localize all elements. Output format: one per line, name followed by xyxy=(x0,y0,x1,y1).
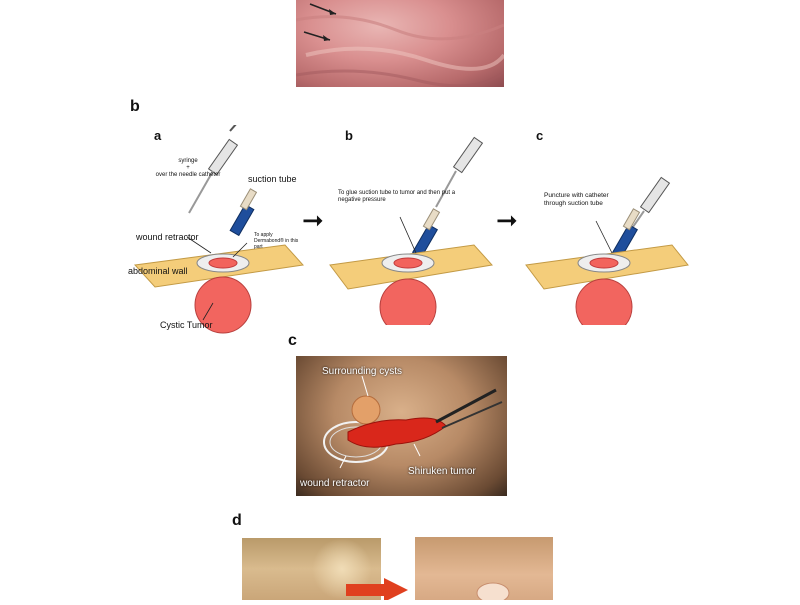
step-arrow-2: ➞ xyxy=(496,206,518,236)
suction-tube-label: suction tube xyxy=(248,174,297,184)
syringe-icon xyxy=(188,125,239,214)
surrounding-cyst xyxy=(351,395,381,425)
subpanel-a-illustration xyxy=(133,125,304,334)
wound-retractor-label: wound retractor xyxy=(136,232,199,242)
apply-dermabond-note: To apply Dermabond® in this part xyxy=(254,232,299,250)
suction-tube-icon xyxy=(229,188,258,237)
syringe-label: syringe + over the needle catheter xyxy=(155,158,221,178)
subpanel-c-illustration xyxy=(525,176,689,325)
cystic-tumor-shape xyxy=(379,278,437,325)
tumor-top xyxy=(393,257,423,269)
top-endoscopic-photo xyxy=(296,0,504,87)
shiruken-tumor-label: Shiruken tumor xyxy=(408,466,476,477)
surrounding-cysts-label: Surrounding cysts xyxy=(322,366,403,377)
cystic-tumor-label: Cystic Tumor xyxy=(160,320,213,330)
subpanel-a-letter: a xyxy=(154,128,162,143)
top-photo-texture xyxy=(296,3,504,87)
panel-d-red-arrow xyxy=(346,578,408,600)
subpanel-b-letter: b xyxy=(345,128,353,143)
panel-c-letter: c xyxy=(288,332,297,349)
syringe-icon xyxy=(435,136,484,208)
step-arrow-1: ➞ xyxy=(302,206,324,236)
panel-d-right-drawing xyxy=(476,582,510,604)
wound-retractor-photo-label: wound retractor xyxy=(300,478,370,489)
subpanel-c-note: Puncture with catheter through suction t… xyxy=(544,192,609,207)
abdominal-wall-label: abdominal wall xyxy=(128,266,188,276)
pointer-arrow-1 xyxy=(309,3,337,15)
pointer-arrow-2 xyxy=(303,31,331,41)
cystic-tumor-shape xyxy=(194,276,252,334)
panel-b-letter: b xyxy=(130,98,140,115)
panel-d-photo-right xyxy=(415,537,553,604)
tumor-top xyxy=(589,257,619,269)
panel-c-photo-drawing xyxy=(323,375,503,469)
panel-d-letter: d xyxy=(232,512,242,529)
panel-c-photo: Surrounding cysts wound retractor Shiruk… xyxy=(296,356,507,496)
subpanel-c-letter: c xyxy=(536,128,544,143)
cystic-tumor-shape xyxy=(575,278,633,325)
tumor-top xyxy=(208,257,238,269)
subpanel-b-illustration xyxy=(329,136,493,325)
subpanel-b-note: To glue suction tube to tumor and then p… xyxy=(338,190,456,204)
